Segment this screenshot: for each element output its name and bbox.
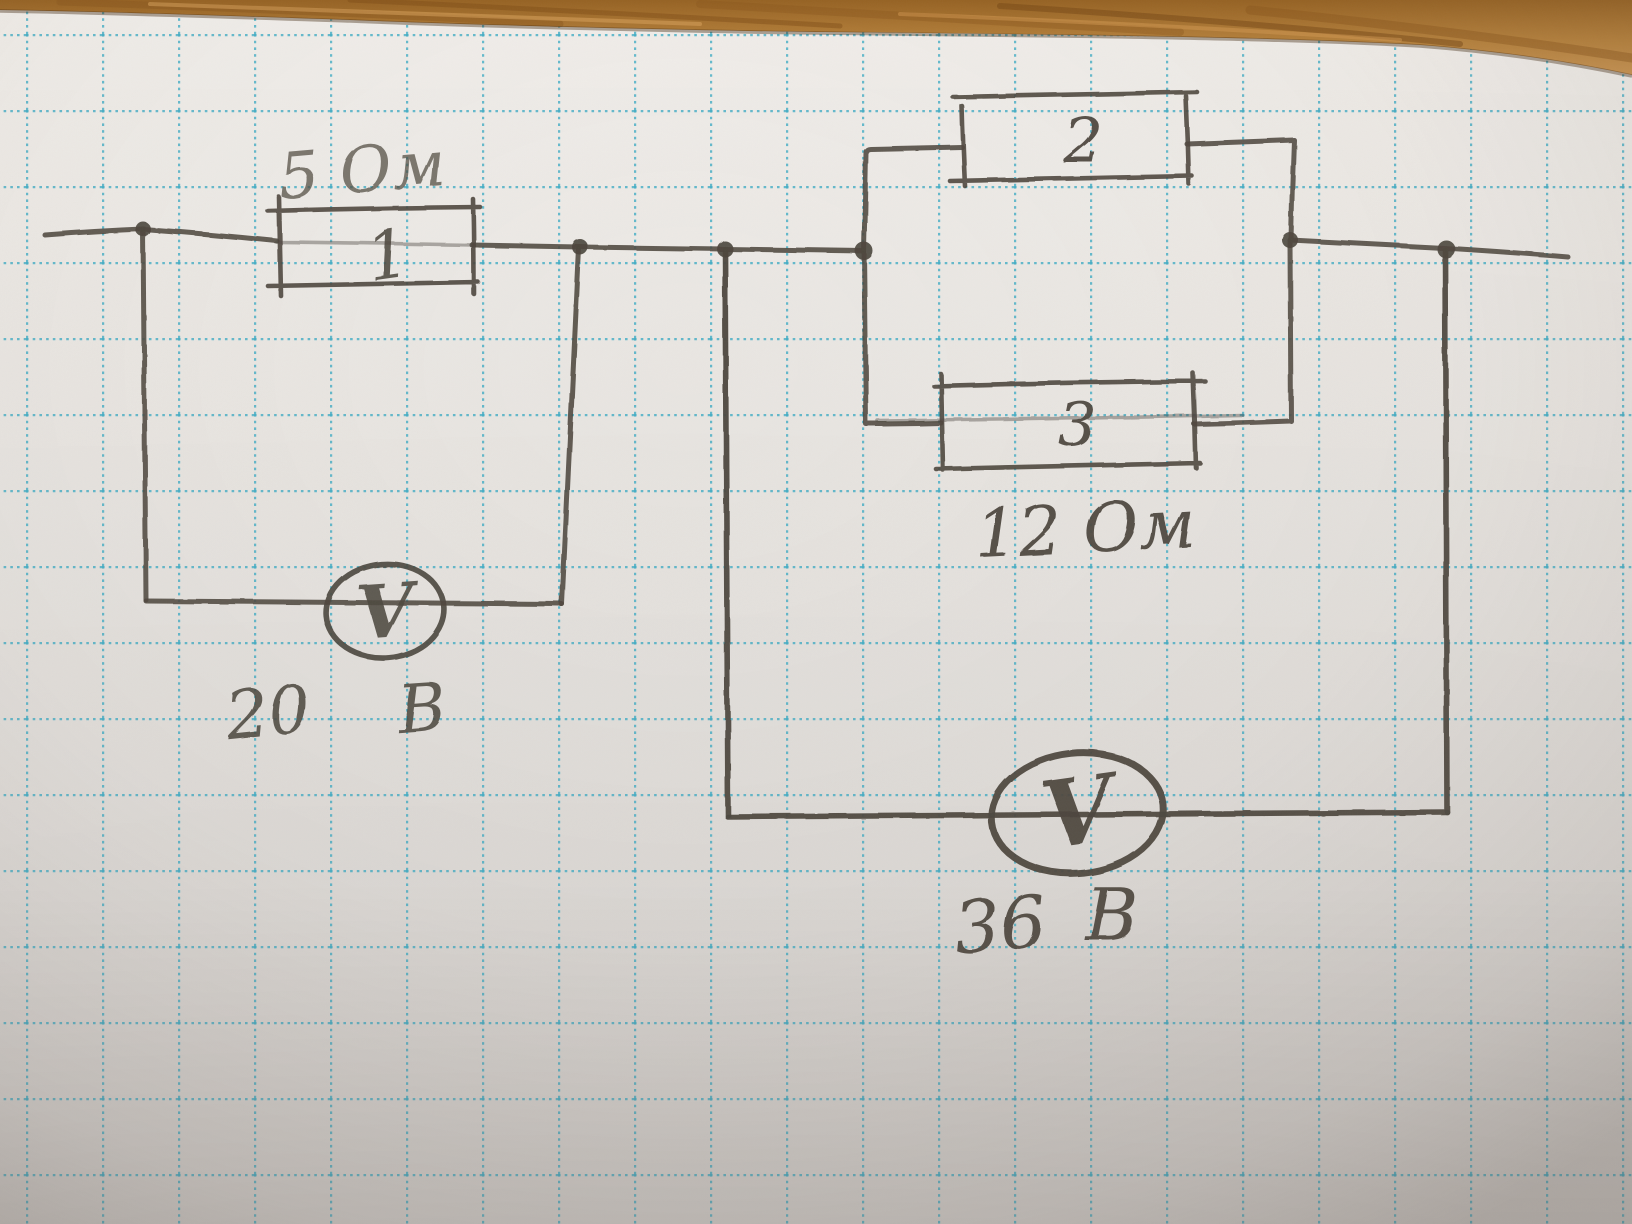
circuit-scene: 5 Ом 1 2 3 12 Ом V 20 В V 36 В — [0, 0, 1632, 1224]
notebook-photo: 5 Ом 1 2 3 12 Ом V 20 В V 36 В — [0, 0, 1632, 1224]
paper-grain-texture — [0, 0, 1632, 1224]
